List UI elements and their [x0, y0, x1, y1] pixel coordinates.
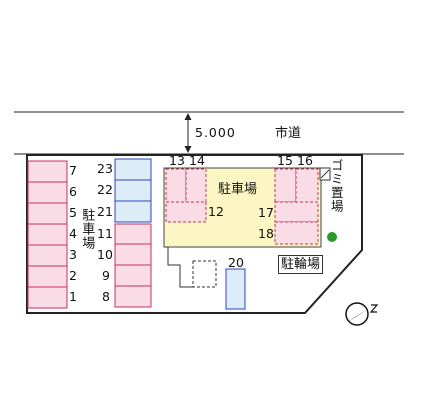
parking-stall-3: [27, 244, 68, 267]
left-stall-column: [27, 160, 68, 309]
stall-number-21: 21: [97, 204, 113, 219]
parking-stall-13: [165, 168, 187, 203]
road-name-label: 市道: [275, 126, 302, 141]
parking-stall-10: [114, 243, 152, 266]
stall-number-11: 11: [97, 226, 113, 241]
stall-number-23: 23: [97, 161, 113, 176]
inner-stalls: [165, 168, 319, 245]
stall-number-10: 10: [97, 247, 113, 262]
stall-number-3: 3: [69, 247, 77, 262]
parking-stall-1: [27, 286, 68, 309]
stall-number-1: 1: [69, 289, 77, 304]
entrance-steps: [167, 247, 193, 288]
stall-number-4: 4: [69, 226, 77, 241]
parking-stall-7: [27, 160, 68, 183]
parking-stall-16: [295, 168, 319, 203]
parking-stall-21: [114, 200, 152, 223]
parking-stall-4: [27, 223, 68, 246]
dimension-arrow-down: [184, 146, 192, 153]
stall-number-9: 9: [102, 268, 110, 283]
stall-number-16: 16: [297, 153, 313, 168]
stall-number-7: 7: [69, 163, 77, 178]
road-width-label: 5.000: [195, 125, 236, 140]
parking-stall-18: [274, 221, 319, 245]
stall-number-17: 17: [258, 205, 274, 220]
parking-stall-12: [165, 201, 207, 223]
tree-icon: [327, 232, 337, 242]
stall-number-5: 5: [69, 205, 77, 220]
garbage-area-mark: [320, 169, 330, 179]
bicycle-stall-20: [225, 268, 246, 310]
parking-stall-17: [274, 201, 319, 223]
stall-number-2: 2: [69, 268, 77, 283]
stall-number-8: 8: [102, 289, 110, 304]
parking-stall-8: [114, 285, 152, 308]
left-parking-label: 駐車場: [79, 208, 95, 250]
main-parking-label: 駐車場: [218, 182, 258, 197]
parking-stall-14: [185, 168, 207, 203]
stall-number-18: 18: [258, 226, 274, 241]
garbage-area-label: ゴミ置場: [328, 159, 344, 213]
bicycle-parking-label: 駐輪場: [278, 255, 324, 274]
stall-number-6: 6: [69, 184, 77, 199]
dimension-arrow-up: [184, 113, 192, 120]
parking-stall-22: [114, 179, 152, 202]
north-arrow-icon: [345, 302, 379, 326]
stall-number-20: 20: [228, 255, 244, 270]
stall-number-15: 15: [277, 153, 293, 168]
entrance-dashed-box: [192, 260, 217, 288]
parking-stall-5: [27, 202, 68, 225]
middle-stall-column: [114, 158, 152, 308]
parking-stall-23: [114, 158, 152, 181]
parking-stall-2: [27, 265, 68, 288]
parking-stall-15: [274, 168, 297, 203]
parking-stall-6: [27, 181, 68, 204]
stall-number-13: 13: [169, 153, 185, 168]
parking-stall-9: [114, 264, 152, 287]
stall-number-22: 22: [97, 182, 113, 197]
stall-number-14: 14: [189, 153, 205, 168]
parking-stall-11: [114, 223, 152, 245]
stall-number-12: 12: [208, 204, 224, 219]
